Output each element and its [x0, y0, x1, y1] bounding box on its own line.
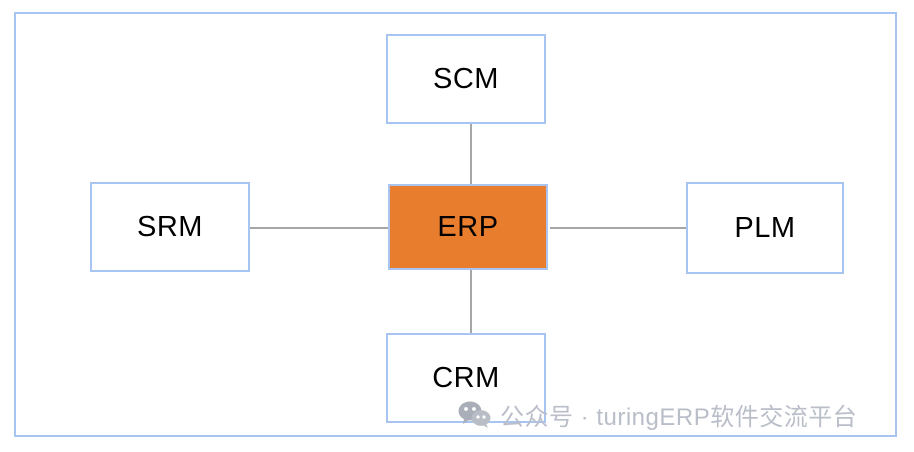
node-crm[interactable]: CRM [386, 333, 546, 423]
node-plm[interactable]: PLM [686, 182, 844, 274]
node-srm-label: SRM [137, 210, 203, 243]
connector-erp-plm [550, 227, 688, 229]
node-crm-label: CRM [432, 361, 500, 394]
node-srm[interactable]: SRM [90, 182, 250, 272]
node-plm-label: PLM [734, 211, 796, 244]
connector-srm-erp [250, 227, 390, 229]
node-erp[interactable]: ERP [388, 184, 548, 270]
node-scm[interactable]: SCM [386, 34, 546, 124]
connector-erp-crm [470, 269, 472, 335]
connector-scm-erp [470, 124, 472, 186]
node-erp-label: ERP [437, 210, 499, 243]
node-scm-label: SCM [433, 62, 499, 95]
diagram-outer-frame [14, 12, 897, 437]
